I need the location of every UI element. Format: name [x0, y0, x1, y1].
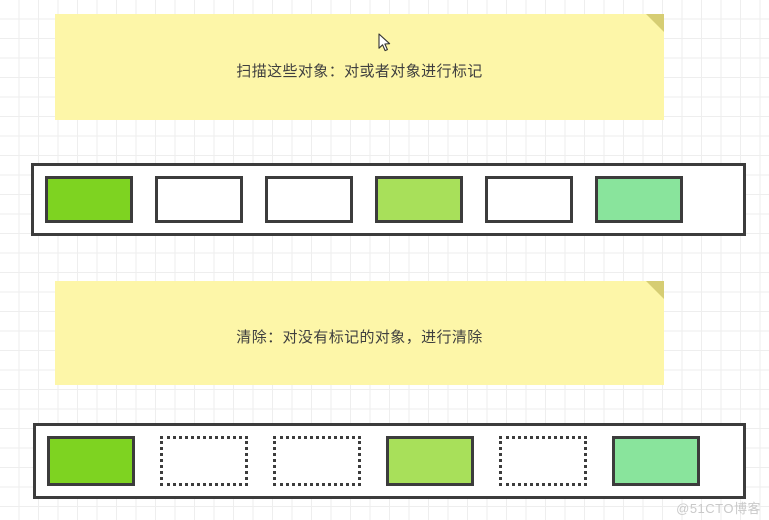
memory-cell[interactable] [160, 436, 248, 486]
marked-objects-row [31, 163, 746, 236]
memory-cell[interactable] [612, 436, 700, 486]
memory-cell[interactable] [485, 176, 573, 223]
scan-note-text: 扫描这些对象：对或者对象进行标记 [236, 63, 483, 80]
memory-cell[interactable] [45, 176, 133, 223]
swept-objects-cells [36, 426, 743, 496]
sweep-note: 清除：对没有标记的对象，进行清除 [55, 281, 664, 385]
memory-cell[interactable] [595, 176, 683, 223]
swept-objects-row [33, 423, 746, 499]
memory-cell[interactable] [265, 176, 353, 223]
memory-cell[interactable] [47, 436, 135, 486]
watermark: @51CTO博客 [676, 501, 761, 516]
memory-cell[interactable] [375, 176, 463, 223]
scan-note: 扫描这些对象：对或者对象进行标记 [55, 14, 664, 120]
sweep-note-text: 清除：对没有标记的对象，进行清除 [236, 329, 483, 346]
memory-cell[interactable] [155, 176, 243, 223]
memory-cell[interactable] [499, 436, 587, 486]
memory-cell[interactable] [386, 436, 474, 486]
note-fold-corner-icon [646, 14, 664, 32]
note-fold-corner-icon [646, 281, 664, 299]
marked-objects-cells [34, 166, 743, 233]
memory-cell[interactable] [273, 436, 361, 486]
